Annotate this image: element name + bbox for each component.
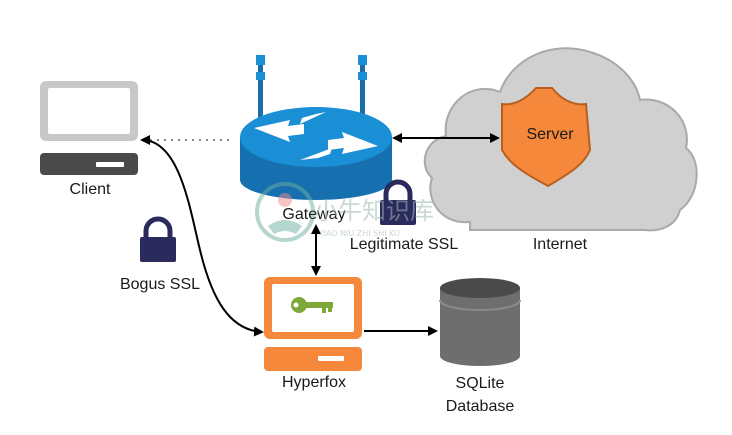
legitimate-ssl-label: Legitimate SSL <box>350 236 459 253</box>
lock-bogus-icon <box>140 216 176 262</box>
watermark-subtext: XIAO NIU ZHI SHI KU <box>318 229 400 238</box>
internet-label: Internet <box>533 236 588 253</box>
client-computer-icon <box>40 81 138 175</box>
lock-legitimate-icon <box>380 179 416 225</box>
hyperfox-label: Hyperfox <box>282 374 346 391</box>
server-label: Server <box>526 126 574 143</box>
router-icon <box>240 55 392 200</box>
connectors <box>140 133 500 337</box>
server-shield-icon <box>501 87 592 188</box>
bogus-ssl-label: Bogus SSL <box>120 276 200 293</box>
database-label-line2: Database <box>446 398 515 415</box>
database-label-line1: SQLite <box>456 375 505 392</box>
hyperfox-computer-icon <box>264 277 362 371</box>
client-label: Client <box>70 181 111 198</box>
gateway-label: Gateway <box>282 206 345 223</box>
database-icon <box>439 278 521 366</box>
client-hyperfox-curve-arrow <box>140 135 264 337</box>
watermark-text: 小牛知识库 <box>314 197 434 225</box>
key-icon <box>291 297 333 313</box>
